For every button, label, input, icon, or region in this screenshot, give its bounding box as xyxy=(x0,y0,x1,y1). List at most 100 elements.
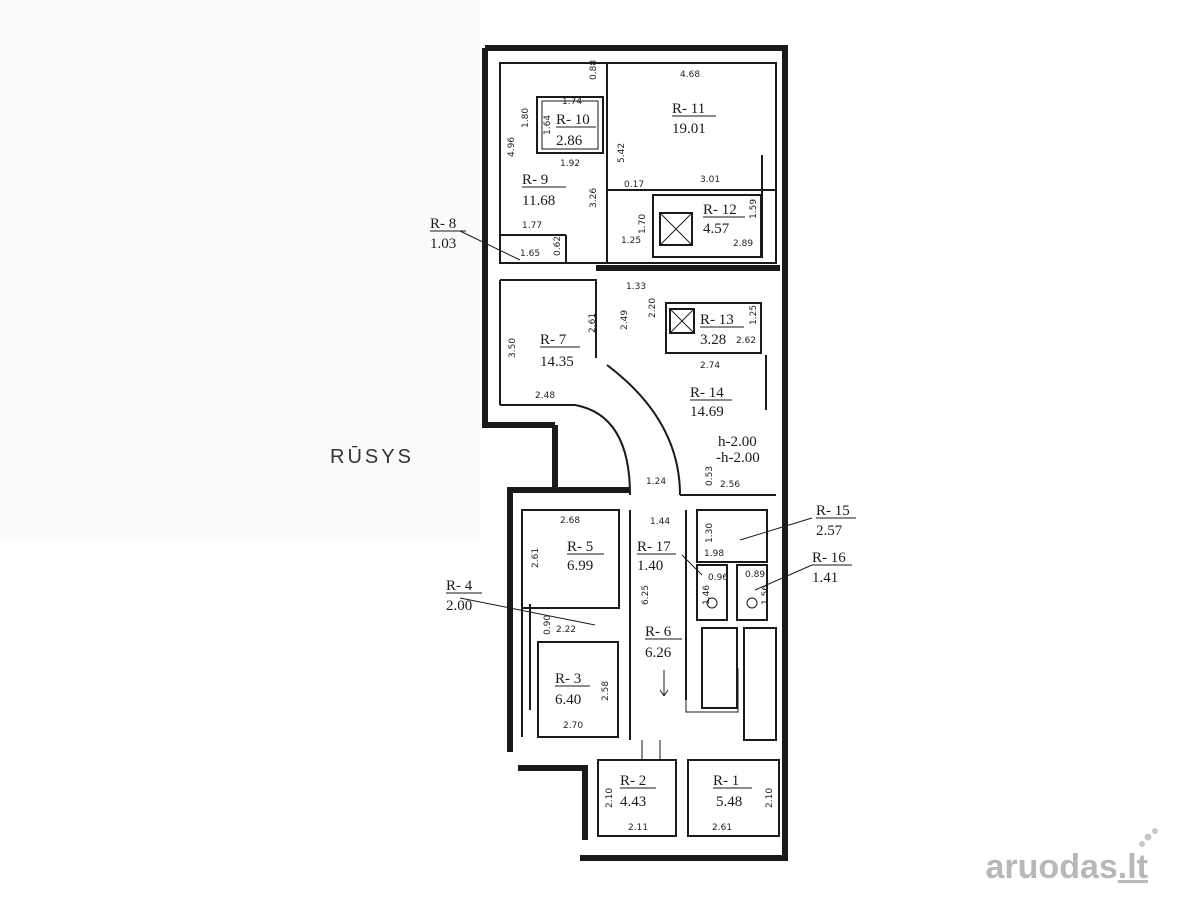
room-id: R- 12 xyxy=(703,202,737,218)
room-id: R- 8 xyxy=(430,216,456,232)
room-id: R- 16 xyxy=(812,550,846,566)
room-area: 4.43 xyxy=(620,794,646,810)
dimension: 2.68 xyxy=(560,516,580,526)
dimension-labels: 4.68 0.88 1.74 1.80 1.64 4.96 1.92 5.42 … xyxy=(507,60,775,833)
room-r17: R- 17 1.40 xyxy=(637,539,676,574)
dimension: 1.65 xyxy=(520,249,540,259)
dimension: 2.11 xyxy=(628,823,648,833)
dimension: 1.77 xyxy=(522,221,542,231)
room-area: 6.40 xyxy=(555,692,581,708)
room-id: R- 3 xyxy=(555,671,581,687)
room-area: 19.01 xyxy=(672,121,706,137)
room-r2: R- 2 4.43 xyxy=(620,773,656,810)
dimension: 0.53 xyxy=(705,466,715,486)
height-label: -h-2.00 xyxy=(716,450,760,466)
dimension: 2.70 xyxy=(563,721,583,731)
room-area: 1.03 xyxy=(430,236,456,252)
room-id: R- 9 xyxy=(522,172,548,188)
dimension: 6.25 xyxy=(641,585,651,605)
room-id: R- 6 xyxy=(645,624,672,640)
dimension: 1.59 xyxy=(749,199,759,219)
dimension: 1.64 xyxy=(543,115,553,135)
leader-lines xyxy=(459,230,813,626)
dimension: 3.50 xyxy=(508,338,518,358)
room-r1: R- 1 5.48 xyxy=(713,773,752,810)
dimension: 2.22 xyxy=(556,625,576,635)
room-r5: R- 5 6.99 xyxy=(567,539,604,574)
room-id: R- 7 xyxy=(540,332,567,348)
dimension: 2.20 xyxy=(648,298,658,318)
dimension: 1.33 xyxy=(626,282,646,292)
height-label: h-2.00 xyxy=(718,434,757,450)
dimension: 2.10 xyxy=(605,788,615,808)
dimension: 3.26 xyxy=(589,188,599,208)
room-r14: R- 14 14.69 xyxy=(690,385,732,420)
room-r9: R- 9 11.68 xyxy=(522,172,566,209)
watermark-main: aruodas xyxy=(985,848,1118,886)
room-r7: R- 7 14.35 xyxy=(540,332,580,370)
room-area: 2.00 xyxy=(446,598,472,614)
dimension: 0.96 xyxy=(708,573,728,583)
room-id: R- 15 xyxy=(816,503,850,519)
dimension: 4.68 xyxy=(680,70,700,80)
room-id: R- 14 xyxy=(690,385,724,401)
dimension: 2.61 xyxy=(588,313,598,333)
dimension: 2.49 xyxy=(620,310,630,330)
dimension: 1.24 xyxy=(646,477,666,487)
room-r16: R- 16 1.41 xyxy=(812,550,852,586)
room-area: 11.68 xyxy=(522,193,555,209)
room-area: 3.28 xyxy=(700,332,726,348)
dimension: 2.48 xyxy=(535,391,555,401)
dimension: 2.61 xyxy=(712,823,732,833)
dimension: 4.96 xyxy=(507,137,517,157)
dimension: 2.58 xyxy=(601,681,611,701)
room-area: 2.86 xyxy=(556,133,583,149)
room-id: R- 1 xyxy=(713,773,739,789)
dimension: 3.01 xyxy=(700,175,720,185)
room-r6: R- 6 6.26 xyxy=(645,624,682,661)
dimension: 2.10 xyxy=(765,788,775,808)
room-area: 1.41 xyxy=(812,570,838,586)
room-area: 5.48 xyxy=(716,794,742,810)
dimension: 0.90 xyxy=(543,615,553,635)
watermark: aruodas.lt xyxy=(986,848,1148,887)
room-r8: R- 8 1.03 xyxy=(430,216,466,252)
dimension: 1.56 xyxy=(761,585,771,605)
dimension: 2.74 xyxy=(700,361,720,371)
scan-background xyxy=(0,0,480,540)
dimension: 2.61 xyxy=(531,548,541,568)
dimension: 1.98 xyxy=(704,549,724,559)
dimension: 2.56 xyxy=(720,480,740,490)
room-area: 4.57 xyxy=(703,221,730,237)
room-id: R- 11 xyxy=(672,101,705,117)
dimension: 1.44 xyxy=(650,517,670,527)
dimension: 2.89 xyxy=(733,239,753,249)
room-area: 2.57 xyxy=(816,523,843,539)
dimension: 0.17 xyxy=(624,180,644,190)
dimension: 1.70 xyxy=(638,214,648,234)
dimension: 1.74 xyxy=(562,97,582,107)
room-r15: R- 15 2.57 xyxy=(816,503,856,539)
room-r3: R- 3 6.40 xyxy=(555,671,590,708)
dimension: 1.80 xyxy=(521,108,531,128)
room-area: 14.69 xyxy=(690,404,724,420)
dimension: 0.88 xyxy=(589,60,599,80)
room-r12: R- 12 4.57 xyxy=(703,202,745,237)
walls xyxy=(482,45,788,861)
watermark-tld: .lt xyxy=(1117,848,1148,886)
room-r13: R- 13 3.28 xyxy=(700,312,744,348)
dimension: 0.62 xyxy=(553,236,563,256)
house-logo-icon xyxy=(1139,828,1158,847)
dimension: 1.25 xyxy=(749,305,759,325)
room-area: 6.26 xyxy=(645,645,672,661)
room-id: R- 17 xyxy=(637,539,671,555)
room-r4: R- 4 2.00 xyxy=(446,578,482,614)
room-id: R- 4 xyxy=(446,578,473,594)
room-id: R- 10 xyxy=(556,112,590,128)
dimension: 2.62 xyxy=(736,336,756,346)
room-id: R- 13 xyxy=(700,312,734,328)
room-area: 14.35 xyxy=(540,354,574,370)
dimension: 1.30 xyxy=(705,523,715,543)
room-id: R- 2 xyxy=(620,773,646,789)
